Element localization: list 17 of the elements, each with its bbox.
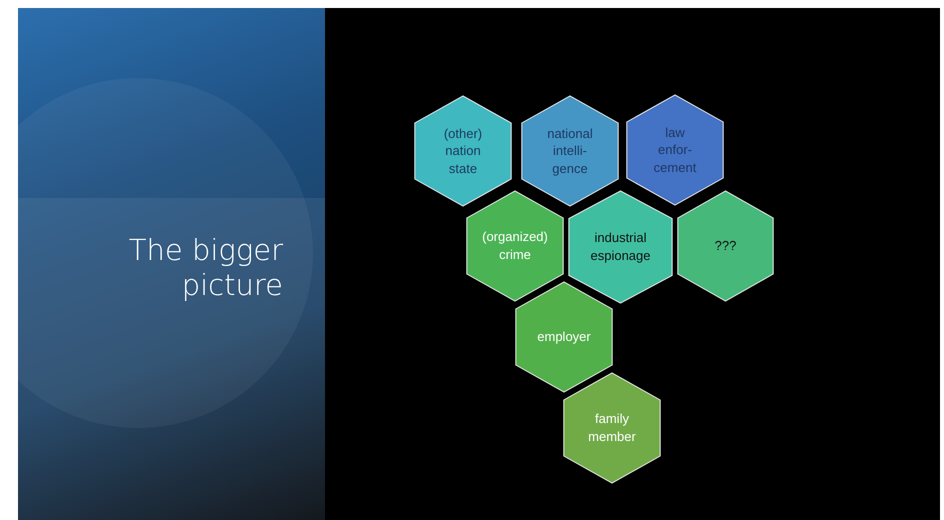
hexagon-label: law enfor- cement xyxy=(652,124,698,176)
hexagon xyxy=(414,95,512,207)
hexagon-label: national intelli- gence xyxy=(546,124,594,178)
hexagon xyxy=(466,190,564,302)
hexagon-label: ??? xyxy=(714,237,736,255)
hexagon xyxy=(563,372,661,484)
title: The bigger picture xyxy=(128,233,283,303)
hexagon xyxy=(568,190,673,304)
hexagon-label: family member xyxy=(587,410,637,446)
hexagon xyxy=(521,95,619,207)
hexagon-label: (organized) crime xyxy=(481,228,549,264)
hexagon xyxy=(515,281,613,393)
hexagon-label: (other) nation state xyxy=(442,124,484,178)
hexagon xyxy=(626,94,724,206)
hexagon-label: employer xyxy=(537,328,591,346)
hexagon xyxy=(677,190,774,302)
hexagon-label: industrial espionage xyxy=(590,229,652,265)
